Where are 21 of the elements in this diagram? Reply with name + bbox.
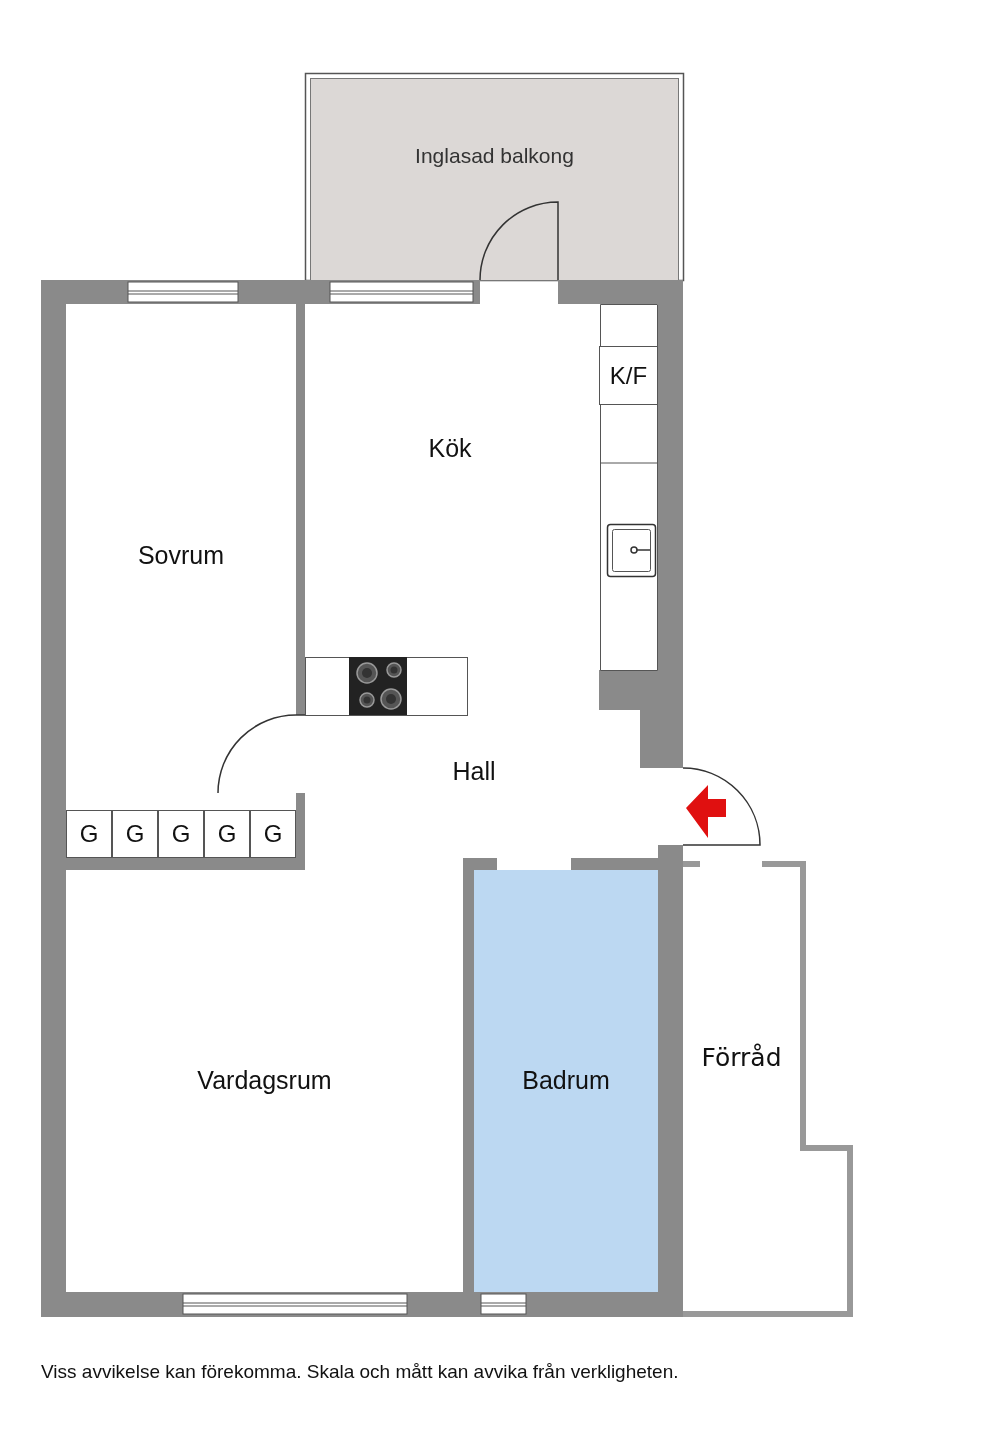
bathroom-room (474, 870, 658, 1292)
room-label: G (263, 819, 283, 849)
wardrobe-box (204, 810, 250, 858)
room-label: Kök (428, 433, 472, 465)
wardrobe-box (250, 810, 296, 858)
wardrobe-box (112, 810, 158, 858)
room-label: G (79, 819, 99, 849)
caption: Viss avvikelse kan förekomma. Skala och mått kan avvika från verkligheten. (41, 1360, 679, 1384)
room-label: G (171, 819, 191, 849)
room-label: Badrum (522, 1065, 610, 1097)
room-label: Förråd (701, 1042, 782, 1074)
wardrobe-box (66, 810, 112, 858)
room-label: G (217, 819, 237, 849)
wardrobe-box (158, 810, 204, 858)
room-label: Sovrum (137, 540, 225, 572)
room-label: Vardagsrum (197, 1065, 332, 1097)
room-label: K/F (609, 360, 648, 391)
room-label: G (125, 819, 145, 849)
fridge-freezer-box (599, 346, 658, 405)
room-label: Hall (452, 756, 496, 788)
room-label: Inglasad balkong (415, 143, 574, 169)
